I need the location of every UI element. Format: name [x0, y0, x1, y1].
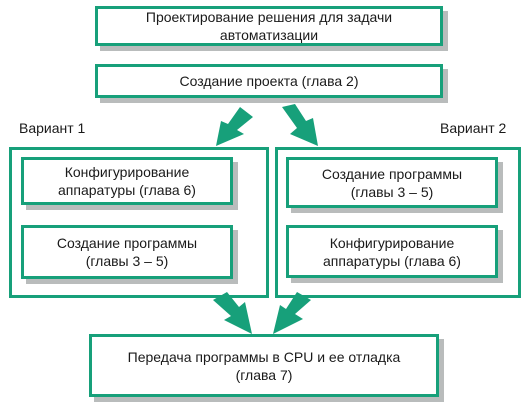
left-config-label: Конфигурирование аппаратуры (глава 6)	[58, 164, 196, 198]
right-program-label: Создание программы (главы 3 – 5)	[321, 165, 463, 200]
create-project-label: Создание проекта (глава 2)	[179, 73, 359, 89]
design-box-label: Проектирование решения для задачи автома…	[145, 9, 393, 43]
left-config-box: Конфигурирование аппаратуры (глава 6)	[21, 157, 233, 205]
variant-2-label: Вариант 2	[440, 120, 507, 136]
arrow-to-variant-2	[282, 104, 318, 146]
arrow-from-variant-2	[273, 292, 311, 334]
arrow-to-variant-1	[216, 107, 253, 146]
right-config-label: Конфигурирование аппаратуры (глава 6)	[323, 234, 461, 269]
left-program-label: Создание программы (главы 3 – 5)	[56, 235, 198, 269]
right-config-box: Конфигурирование аппаратуры (глава 6)	[286, 225, 498, 278]
left-program-box: Создание программы (главы 3 – 5)	[21, 225, 233, 279]
right-program-box: Создание программы (главы 3 – 5)	[286, 157, 498, 208]
create-project-box: Создание проекта (глава 2)	[95, 64, 443, 98]
arrow-from-variant-1	[213, 292, 252, 334]
transfer-box: Передача программы в CPU и ее отладка (г…	[89, 334, 439, 397]
variant-1-label: Вариант 1	[19, 120, 86, 136]
transfer-label: Передача программы в CPU и ее отладка (г…	[127, 348, 401, 383]
design-box: Проектирование решения для задачи автома…	[95, 6, 443, 46]
